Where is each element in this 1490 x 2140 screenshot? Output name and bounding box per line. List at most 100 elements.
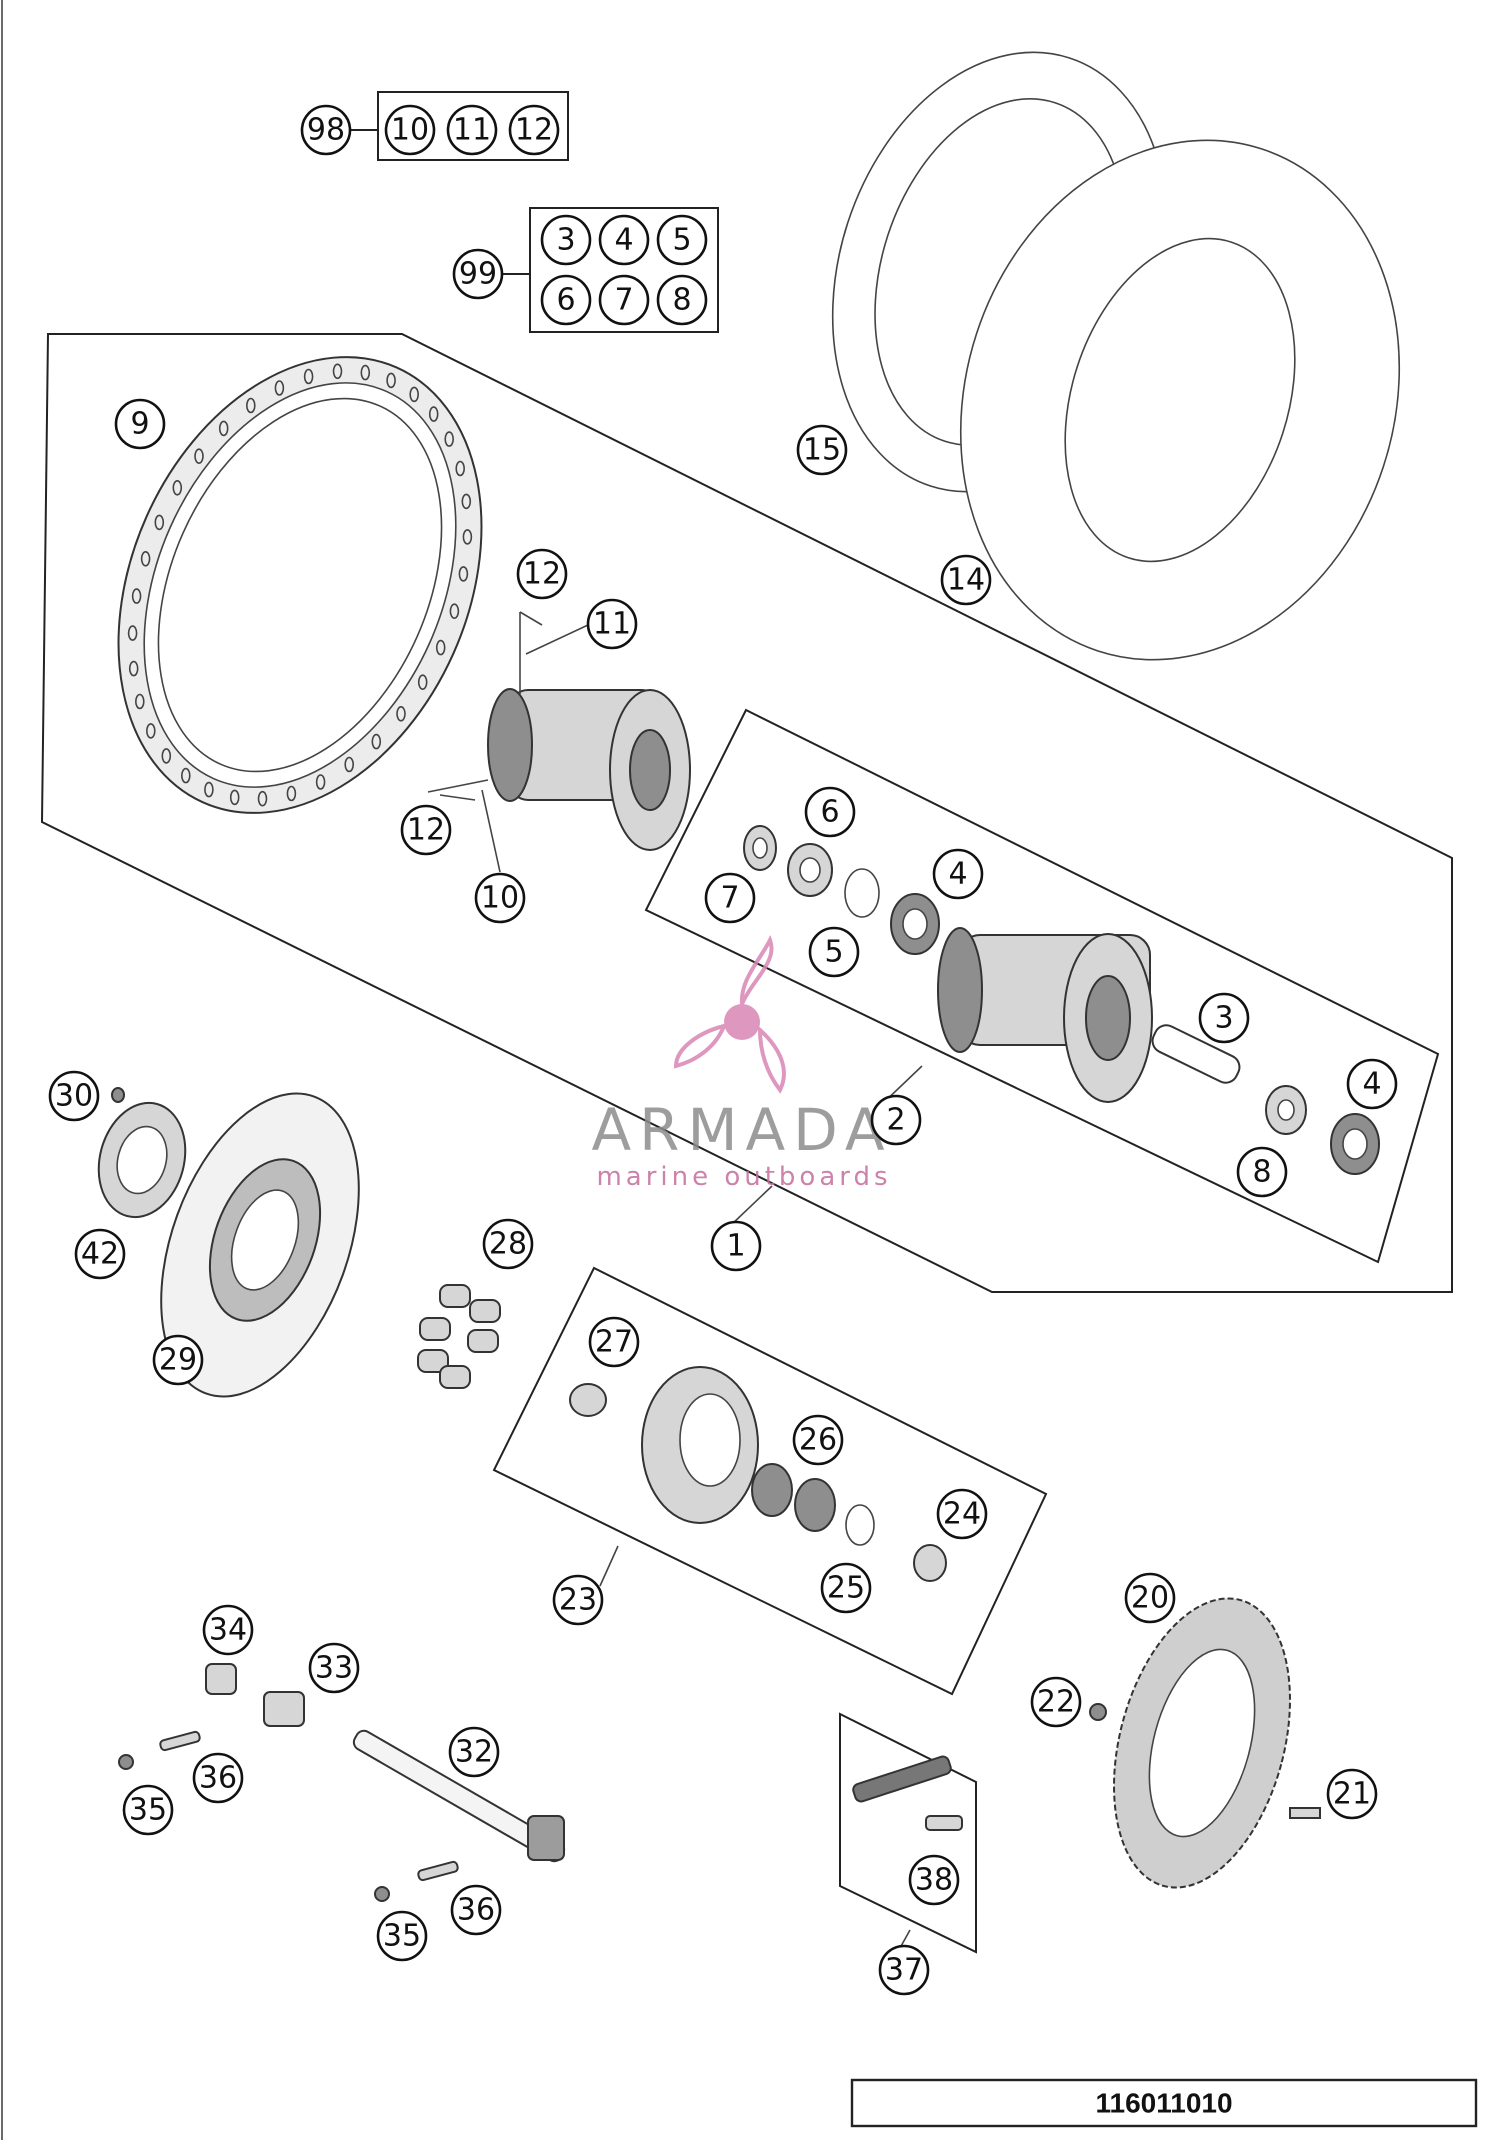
callout-number: 38 xyxy=(915,1863,953,1898)
callout-36: 36 xyxy=(450,1884,502,1936)
callout-circle xyxy=(446,104,498,156)
callout-32: 32 xyxy=(448,1726,500,1778)
callout-circle xyxy=(598,214,650,266)
damper-rubbers xyxy=(417,1284,501,1389)
circlip-25 xyxy=(845,1504,875,1546)
callout-6: 6 xyxy=(540,274,592,326)
callout-circle xyxy=(588,1316,640,1368)
callout-10: 10 xyxy=(384,104,436,156)
callout-3: 3 xyxy=(1198,992,1250,1044)
callout-circle xyxy=(792,1414,844,1466)
callout-26: 26 xyxy=(792,1414,844,1466)
callout-7: 7 xyxy=(704,872,756,924)
callout-circle xyxy=(598,274,650,326)
callout-35: 35 xyxy=(122,1784,174,1836)
callout-circle xyxy=(710,1220,762,1272)
chain-illustration xyxy=(852,1755,963,1831)
callout-1: 1 xyxy=(710,1220,762,1272)
callout-number: 4 xyxy=(614,223,633,258)
callout-number: 7 xyxy=(720,881,739,916)
watermark-brand: ARMADA xyxy=(591,1096,892,1164)
callout-15: 15 xyxy=(796,424,848,476)
spoke-hole xyxy=(172,479,183,496)
callout-circle xyxy=(908,1854,960,1906)
spoke-hole xyxy=(461,493,472,510)
callout-number: 28 xyxy=(489,1227,527,1262)
callout-circle xyxy=(300,104,352,156)
callout-98: 98 xyxy=(300,104,352,156)
callout-number: 4 xyxy=(1362,1067,1381,1102)
diagram-code: 116011010 xyxy=(1095,2088,1232,2119)
callout-number: 7 xyxy=(614,283,633,318)
callout-circle xyxy=(1326,1768,1378,1820)
bearing-4a xyxy=(890,893,940,955)
callout-number: 12 xyxy=(407,813,445,848)
callout-number: 20 xyxy=(1131,1581,1169,1616)
spoke-hole xyxy=(246,397,256,414)
callout-12: 12 xyxy=(516,548,568,600)
callout-number: 99 xyxy=(459,257,497,292)
callout-25: 25 xyxy=(820,1562,872,1614)
callout-29: 29 xyxy=(152,1334,204,1386)
callout-20: 20 xyxy=(1124,1572,1176,1624)
callout-42: 42 xyxy=(74,1228,126,1280)
tire-illustration xyxy=(959,139,1401,661)
callout-circle xyxy=(656,274,708,326)
circlip-5 xyxy=(844,868,880,918)
callout-number: 33 xyxy=(315,1651,353,1686)
sprocket-carrier-illustration xyxy=(641,1366,759,1524)
callout-number: 29 xyxy=(159,1343,197,1378)
callout-number: 6 xyxy=(820,795,839,830)
spoke-hole xyxy=(386,372,396,389)
callout-number: 30 xyxy=(55,1079,93,1114)
callout-circle xyxy=(1124,1572,1176,1624)
spoke-hole xyxy=(409,386,420,403)
bushing-27 xyxy=(569,1383,607,1417)
bearings-26 xyxy=(751,1463,836,1532)
callout-circle xyxy=(1236,1146,1288,1198)
callout-27: 27 xyxy=(588,1316,640,1368)
callout-33: 33 xyxy=(308,1642,360,1694)
callout-circle xyxy=(450,1884,502,1936)
callout-circle xyxy=(704,872,756,924)
bolt-21 xyxy=(1289,1807,1321,1819)
assembly-outline-carrier xyxy=(492,1266,1048,1696)
spoke-hole xyxy=(135,693,145,710)
spoke-hole xyxy=(257,790,268,807)
nut-22 xyxy=(1089,1703,1107,1721)
callout-22: 22 xyxy=(1030,1676,1082,1728)
callout-7: 7 xyxy=(598,274,650,326)
callout-circle xyxy=(1030,1676,1082,1728)
spoke-hole xyxy=(303,368,314,385)
spoke-hole xyxy=(194,448,204,465)
spoke-hole xyxy=(131,588,142,604)
bolt-36a xyxy=(159,1730,201,1752)
callout-circle xyxy=(152,1334,204,1386)
callout-14: 14 xyxy=(940,554,992,606)
spoke-hole xyxy=(332,363,343,380)
spoke-hole xyxy=(435,639,446,656)
callout-circle xyxy=(796,424,848,476)
spoke-hole xyxy=(218,420,229,437)
axle-nut-34 xyxy=(205,1663,237,1695)
callout-number: 3 xyxy=(1214,1001,1233,1036)
callout-circle xyxy=(552,1574,604,1626)
bolt-36b xyxy=(417,1860,459,1882)
callout-number: 10 xyxy=(481,881,519,916)
callout-8: 8 xyxy=(1236,1146,1288,1198)
callout-circle xyxy=(448,1726,500,1778)
spoke-hole xyxy=(229,789,240,806)
callout-circle xyxy=(808,926,860,978)
spoke-hole xyxy=(127,625,138,641)
callout-21: 21 xyxy=(1326,1768,1378,1820)
hub-illustration-upper xyxy=(427,612,691,851)
callout-circle xyxy=(656,214,708,266)
watermark-tagline: marine outboards xyxy=(596,1162,891,1192)
spacer-24 xyxy=(913,1544,947,1582)
assembly-outline-wheel xyxy=(40,333,1453,1293)
callout-2: 2 xyxy=(870,1094,922,1146)
callout-6: 6 xyxy=(804,786,856,838)
callout-number: 24 xyxy=(943,1497,981,1532)
spoke-hole xyxy=(181,767,191,784)
